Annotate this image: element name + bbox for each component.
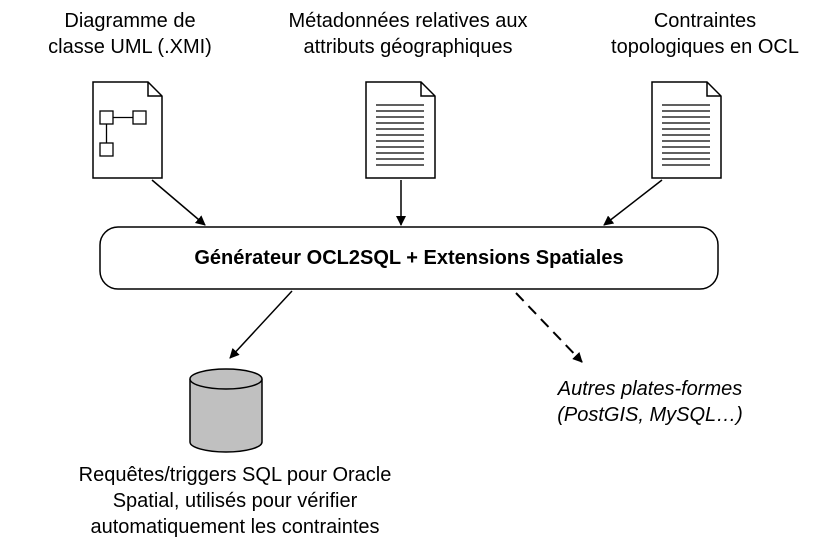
generator-label: Générateur OCL2SQL + Extensions Spatiale… [194, 247, 624, 269]
other-platforms-line1: Autres plates-formes [557, 378, 743, 400]
oracle-label-line3: automatiquement les contraintes [90, 516, 380, 538]
arrow-generator-to-oracle [229, 290, 293, 359]
ocl-label-line2: topologiques en OCL [611, 36, 799, 58]
ocl-label-line1: Contraintes [653, 10, 757, 32]
other-platforms-line2: (PostGIS, MySQL…) [557, 404, 743, 426]
database-icon [189, 368, 263, 453]
uml-label-line1: Diagramme de [64, 10, 196, 32]
metadata-document-icon [365, 81, 436, 179]
arrow-uml-to-generator [151, 179, 206, 226]
uml-class-diagram-label: Diagramme de classe UML (.XMI) [20, 8, 240, 60]
geographic-metadata-label: Métadonnées relatives aux attributs géog… [268, 8, 548, 60]
metadata-label-line1: Métadonnées relatives aux [288, 10, 528, 32]
uml-label-line2: classe UML (.XMI) [48, 36, 212, 58]
ocl-document-icon [651, 81, 722, 179]
oracle-output-label: Requêtes/triggers SQL pour Oracle Spatia… [20, 462, 450, 540]
oracle-label-line1: Requêtes/triggers SQL pour Oracle [78, 464, 392, 486]
oracle-label-line2: Spatial, utilisés pour vérifier [112, 490, 358, 512]
arrow-generator-to-other-platforms [515, 292, 583, 363]
metadata-label-line2: attributs géographiques [303, 36, 513, 58]
uml-document-icon [92, 81, 163, 179]
arrow-ocl-to-generator [603, 179, 663, 226]
generator-box [99, 226, 719, 290]
ocl-constraints-label: Contraintes topologiques en OCL [590, 8, 820, 60]
other-platforms-label: Autres plates-formes (PostGIS, MySQL…) [515, 376, 785, 428]
